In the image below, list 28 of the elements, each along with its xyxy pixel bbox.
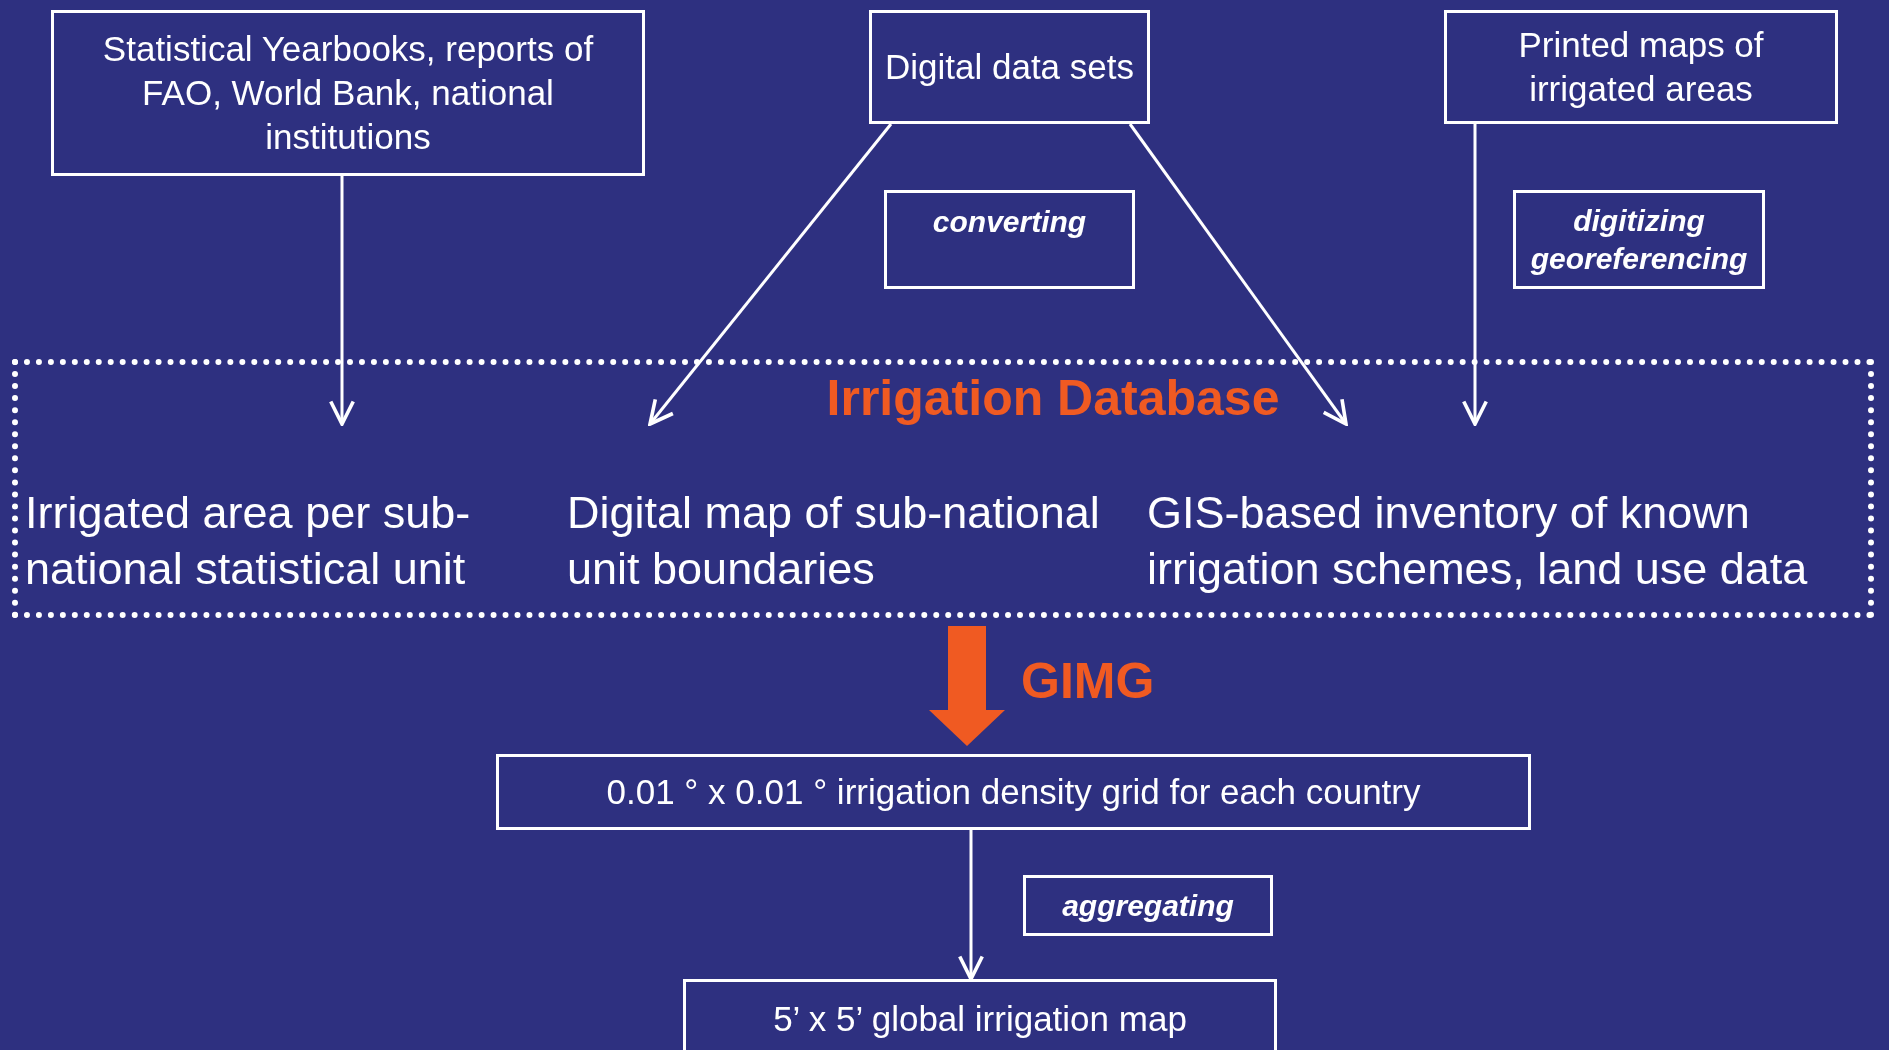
- process-box: [1023, 875, 1273, 936]
- node-text: Statistical Yearbooks, reports of FAO, World Bank, national institutions: [101, 28, 595, 158]
- node-text: GIS-based inventory of known irrigation schemes, land use data: [1147, 485, 1809, 596]
- step-label: aggregating: [1061, 887, 1235, 924]
- step-label: digitizing georeferencing: [1529, 203, 1749, 277]
- edge-label: GIMG: [1021, 652, 1155, 710]
- arrow: [1128, 123, 1348, 426]
- node-text: Irrigated area per sub-national statistical unit: [25, 485, 472, 596]
- result-box: [683, 979, 1277, 1050]
- step-label: converting: [931, 204, 1088, 240]
- panel-heading: Irrigation Database: [826, 369, 1280, 428]
- arrow: [328, 176, 356, 426]
- node-text: Digital map of sub-national unit boundaries: [567, 485, 1101, 596]
- arrow: [957, 830, 985, 981]
- result-box: [496, 754, 1531, 830]
- block-arrow: [929, 626, 1005, 746]
- arrow: [648, 123, 893, 426]
- arrow: [1461, 124, 1489, 426]
- source-box: [51, 10, 645, 176]
- node-text: Printed maps of irrigated areas: [1517, 24, 1765, 110]
- process-box: [1513, 190, 1765, 289]
- process-box: [884, 190, 1135, 289]
- database-panel: [12, 359, 1874, 618]
- node-text: 0.01 ° x 0.01 ° irrigation density grid for each country: [605, 771, 1422, 814]
- node-text: Digital data sets: [884, 46, 1135, 89]
- source-box: [869, 10, 1150, 124]
- node-text: 5’ x 5’ global irrigation map: [772, 998, 1188, 1041]
- source-box: [1444, 10, 1838, 124]
